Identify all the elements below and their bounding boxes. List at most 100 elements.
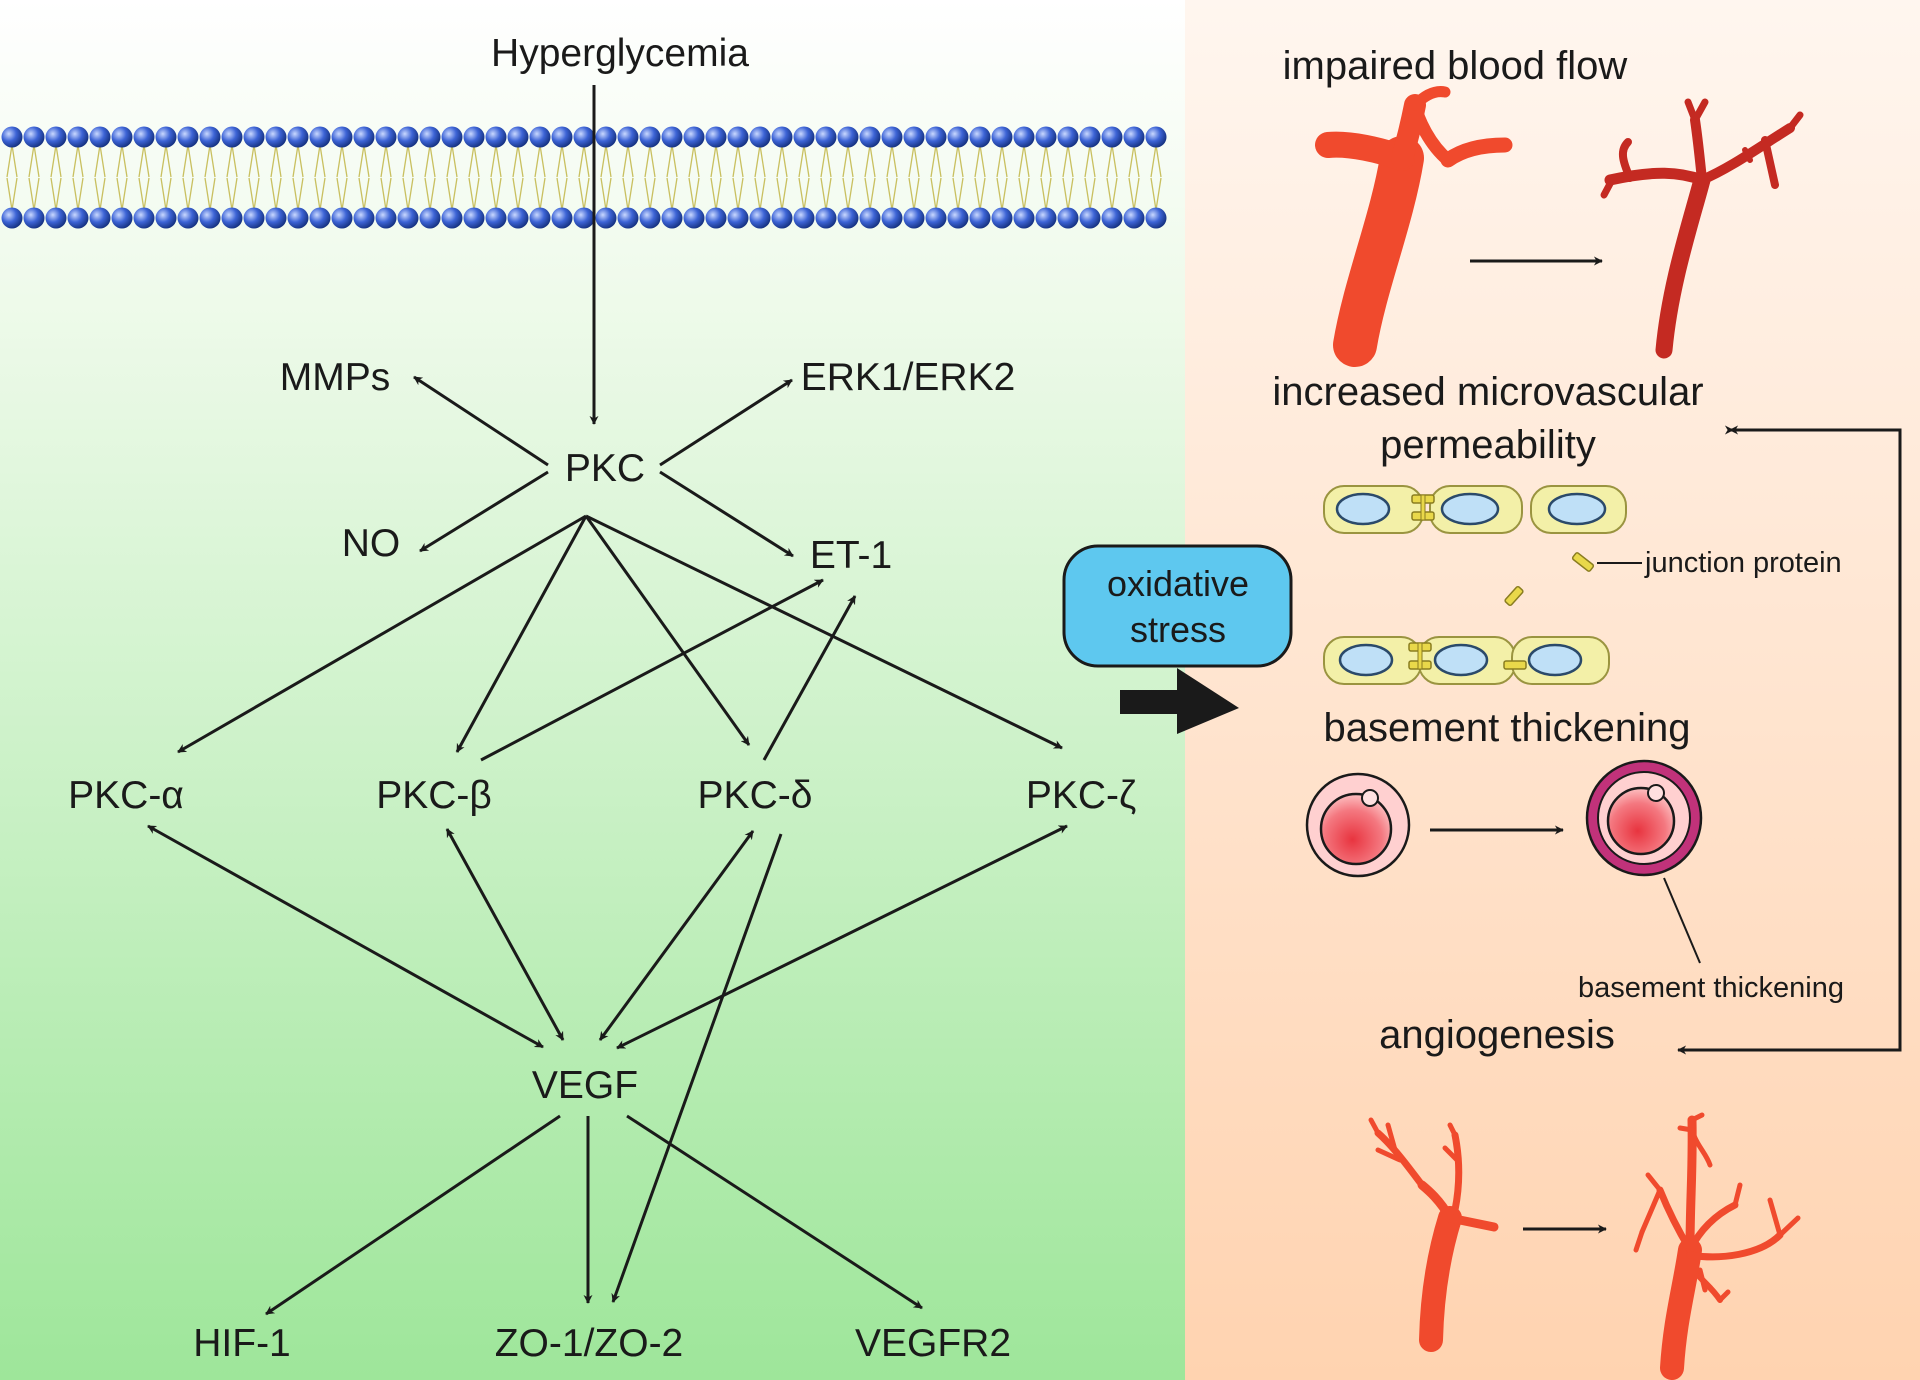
lipid-head [463,126,485,148]
lipid-tail [402,144,409,178]
lipid-head [177,126,199,148]
endothelial-cells-intact [1323,485,1627,534]
lipid-tail [55,177,62,211]
lipid-head [353,207,375,229]
lipid-head [529,207,551,229]
lipid-tail [6,144,13,178]
lipid-head [705,126,727,148]
lipid-tail [1040,177,1047,211]
mmps-label: MMPs [280,356,391,399]
lipid-tail [781,177,788,211]
lipid-tail [451,177,458,211]
arrow-pkc-no [419,470,549,553]
lipid-head [727,126,749,148]
lipid-tail [517,177,524,211]
lipid-head [133,126,155,148]
lipid-tail [143,177,150,211]
lipid-head [837,207,859,229]
lipid-head [749,207,771,229]
lipid-head [199,126,221,148]
lipid-head [705,207,727,229]
lipid-tail [825,177,832,211]
lipid-tail [974,144,981,178]
lipid-tail [1018,144,1025,178]
arrow-pkc-pkc-alpha [177,514,587,754]
lipid-head [331,126,353,148]
lipid-tail [11,144,18,178]
lipid-tail [539,177,546,211]
lipid-tail [644,144,651,178]
arrow-pkc-delta-et1 [762,595,857,761]
lipid-tail [534,144,541,178]
lipid-tail [754,144,761,178]
lipid-tail [534,177,541,211]
lipid-head [1,126,23,148]
lipid-tail [424,177,431,211]
lipid-head [1123,207,1145,229]
lipid-tail [424,144,431,178]
lipid-head [23,207,45,229]
lipid-tail [253,144,260,178]
lipid-tail [886,144,893,178]
lipid-tail [319,144,326,178]
lipid-tail [407,177,414,211]
lipid-tail [28,144,35,178]
lipid-tail [732,177,739,211]
lipid-head [1145,126,1167,148]
lipid-tail [935,177,942,211]
lipid-head [485,126,507,148]
lipid-tail [864,144,871,178]
lipid-head [969,207,991,229]
oxidative-stress-box [1062,544,1293,668]
lipid-tail [99,177,106,211]
pkc-delta-label: PKC-δ [698,774,813,817]
lipid-tail [847,177,854,211]
lipid-tail [490,144,497,178]
arrow-pkc-delta-zo [611,833,783,1303]
angiogenesis-title: angiogenesis [1379,1013,1615,1057]
lipid-tail [358,144,365,178]
lipid-head [881,126,903,148]
lipid-head [133,207,155,229]
lipid-head [551,207,573,229]
lipid-tail [666,177,673,211]
lipid-tail [275,144,282,178]
pkc-beta-label: PKC-β [376,774,492,817]
lipid-head [925,207,947,229]
impaired-vessel [1600,98,1804,359]
lipid-tail [429,177,436,211]
vegfr2-label: VEGFR2 [855,1322,1011,1365]
lipid-head [881,207,903,229]
lipid-tail [847,144,854,178]
oxidative-stress-line1: oxidative [1107,563,1249,604]
lipid-tail [693,144,700,178]
lipid-head [265,207,287,229]
lipid-tail [490,177,497,211]
lipid-tail [957,144,964,178]
lipid-tail [495,177,502,211]
lipid-head [177,207,199,229]
lipid-head [661,207,683,229]
lipid-tail [649,177,656,211]
lipid-tail [644,177,651,211]
lipid-tail [1062,144,1069,178]
lipid-tail [622,144,629,178]
lipid-head [617,126,639,148]
lipid-head [837,126,859,148]
lipid-tail [732,144,739,178]
lipid-tail [6,177,13,211]
lipid-head [309,126,331,148]
lipid-tail [1067,177,1074,211]
lipid-tail [72,177,79,211]
lipid-tail [820,144,827,178]
floating-junction-protein [1504,585,1524,607]
permeability-title-line2: permeability [1380,423,1596,467]
lipid-tail [182,177,189,211]
lipid-tail [913,177,920,211]
lipid-tail [930,177,937,211]
arrow-pkc-pkc-zeta [585,514,1063,750]
lipid-head [815,207,837,229]
lipid-head [375,126,397,148]
lipid-head [903,126,925,148]
lipid-tail [671,144,678,178]
